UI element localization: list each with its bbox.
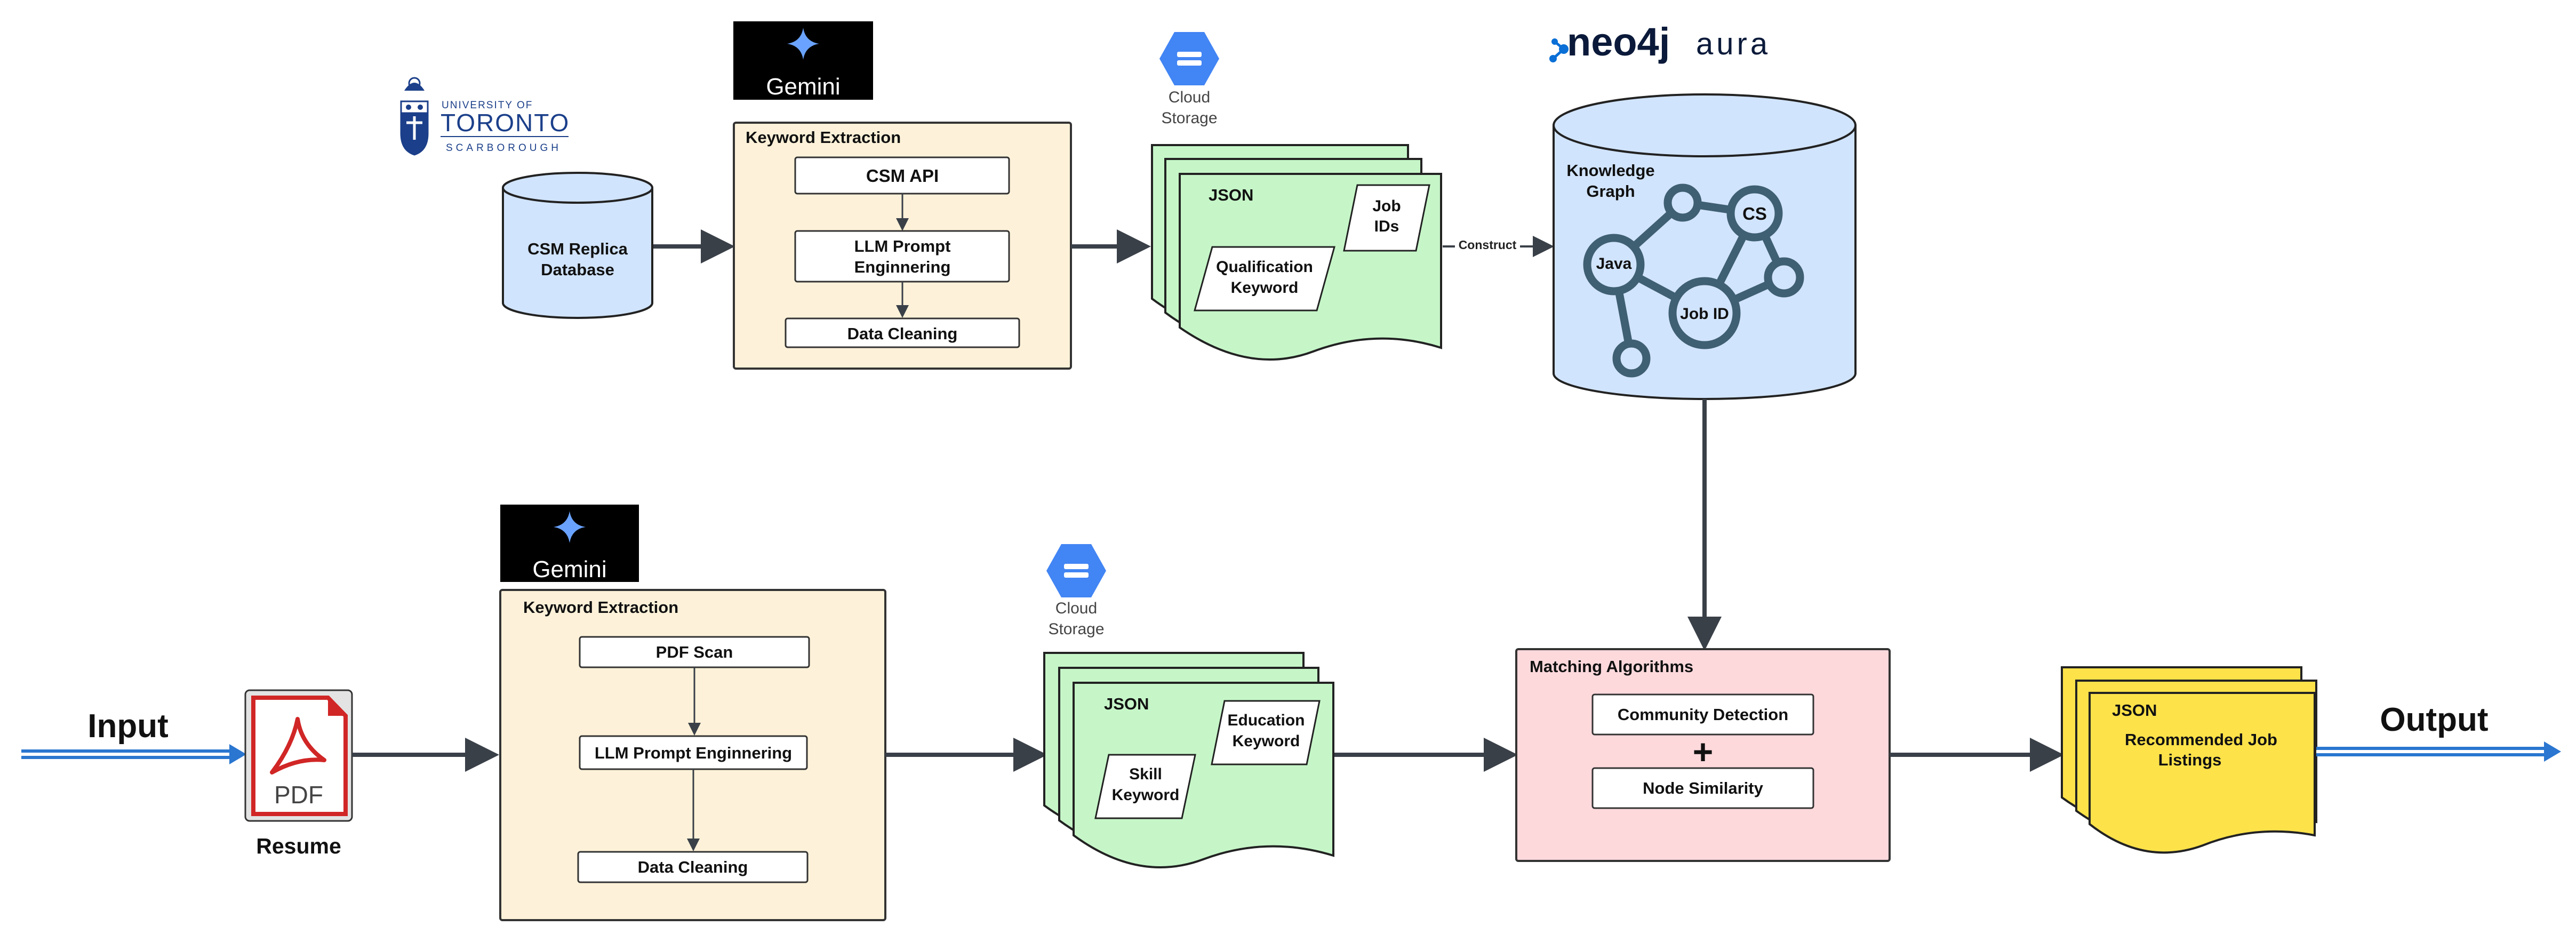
skill-label-2: Keyword — [1112, 786, 1180, 804]
algo-community-detection-label: Community Detection — [1618, 705, 1788, 724]
step-data-cleaning-top — [785, 317, 1020, 348]
matching-title: Matching Algorithms — [1530, 657, 1693, 676]
algo-community-detection — [1591, 693, 1814, 736]
neo4j-graph-icon — [1549, 38, 1569, 62]
input-label: Input — [87, 708, 169, 745]
job-ids-tag — [1343, 184, 1430, 252]
extraction-title-bottom: Keyword Extraction — [523, 598, 678, 617]
cloud-storage-label-2: Storage — [1161, 109, 1217, 127]
step-llm-prompt-bottom-label: LLM Prompt Enginnering — [595, 744, 792, 762]
output-arrow — [2316, 741, 2561, 762]
gemini-logo-top: Gemini — [733, 21, 873, 100]
job-ids-label-1: Job — [1372, 197, 1401, 215]
skill-keyword-tag — [1094, 754, 1196, 819]
database-label-1: CSM Replica — [527, 240, 628, 258]
neo4j-product: aura — [1696, 27, 1771, 61]
pdf-label: PDF — [274, 781, 323, 809]
algo-node-similarity-label: Node Similarity — [1643, 779, 1763, 797]
university-logo: UNIVERSITY OF TORONTO SCARBOROUGH — [400, 77, 570, 156]
step-data-cleaning-bottom-label: Data Cleaning — [638, 858, 748, 876]
kg-node-jobid: Job ID — [1680, 305, 1729, 323]
pdf-acrobat-icon — [270, 717, 326, 775]
cloud-storage-label-1: Cloud — [1169, 89, 1210, 106]
construct-label: Construct — [1459, 238, 1517, 252]
output-line-1: Recommended Job — [2125, 730, 2277, 749]
step-data-cleaning-bottom — [577, 851, 809, 883]
extraction-title-top: Keyword Extraction — [746, 128, 901, 147]
qualification-label-1: Qualification — [1216, 258, 1313, 276]
cloud-storage-bottom: Cloud Storage — [1046, 544, 1106, 638]
output-docs: JSON Recommended Job Listings — [2061, 666, 2317, 854]
kg-node-java: Java — [1596, 255, 1632, 273]
logo-line2: TORONTO — [441, 109, 570, 137]
cloud-storage-icon-2 — [1046, 544, 1106, 597]
resume-label: Resume — [256, 834, 341, 858]
job-ids-label-2: IDs — [1374, 218, 1399, 235]
step-llm-prompt-label-2: Enginnering — [854, 258, 951, 276]
json-docs-top: JSON Job IDs Qualification Keyword — [1151, 144, 1442, 361]
keyword-extraction-top: Keyword Extraction CSM API LLM Prompt En… — [733, 122, 1072, 370]
crest-icon — [400, 77, 429, 156]
cloud-storage-icon — [1159, 32, 1219, 85]
education-label-2: Keyword — [1233, 732, 1300, 750]
cloud-storage-bottom-label-1: Cloud — [1055, 600, 1097, 617]
gemini-label-bottom: Gemini — [532, 556, 606, 582]
input-arrow — [21, 744, 246, 764]
education-label-1: Education — [1227, 712, 1305, 729]
output-line-2: Listings — [2158, 751, 2222, 769]
logo-line1: UNIVERSITY OF — [442, 100, 533, 111]
gemini-sparkle-icon — [787, 28, 819, 60]
cloud-storage-bottom-label-2: Storage — [1048, 620, 1104, 638]
gemini-label-top: Gemini — [766, 74, 840, 100]
gemini-sparkle-icon-2 — [554, 511, 586, 543]
matching-algorithms: Matching Algorithms Community Detection … — [1515, 648, 1891, 862]
skill-label-1: Skill — [1129, 765, 1162, 783]
qualification-label-2: Keyword — [1231, 279, 1299, 297]
algo-node-similarity — [1591, 767, 1814, 809]
gemini-logo-bottom: Gemini — [500, 505, 639, 582]
kg-title-1: Knowledge — [1566, 161, 1654, 180]
step-llm-prompt-label-1: LLM Prompt — [854, 237, 951, 256]
step-data-cleaning-top-label: Data Cleaning — [847, 324, 958, 343]
database-label-2: Database — [541, 260, 614, 279]
kg-title-2: Graph — [1586, 182, 1635, 201]
neo4j-brand: neo4j — [1567, 20, 1670, 64]
keyword-extraction-bottom: Keyword Extraction PDF Scan LLM Prompt E… — [499, 589, 886, 921]
cloud-storage-top: Cloud Storage — [1159, 32, 1219, 127]
kg-node-cs: CS — [1742, 204, 1767, 223]
education-keyword-tag — [1211, 700, 1321, 765]
neo4j-aura-logo: neo4j aura — [1549, 20, 1771, 64]
graph-network-icon — [1583, 183, 1804, 378]
json-title-top: JSON — [1209, 186, 1253, 204]
output-label: Output — [2380, 701, 2488, 738]
step-csm-api-label: CSM API — [866, 166, 939, 186]
json-title-bottom: JSON — [1104, 694, 1149, 713]
csm-database: CSM Replica Database — [502, 172, 653, 319]
output-json-title: JSON — [2112, 701, 2157, 720]
plus-sign: + — [1693, 732, 1714, 771]
pdf-resume: PDF — [244, 689, 353, 822]
qualification-keyword-tag — [1194, 246, 1335, 312]
logo-line3: SCARBOROUGH — [446, 142, 562, 154]
knowledge-graph-db: Knowledge Graph Java CS Job ID — [1553, 93, 1857, 400]
step-pdf-scan-label: PDF Scan — [656, 643, 733, 661]
json-docs-bottom: JSON Education Keyword Skill Keyword — [1043, 652, 1334, 868]
